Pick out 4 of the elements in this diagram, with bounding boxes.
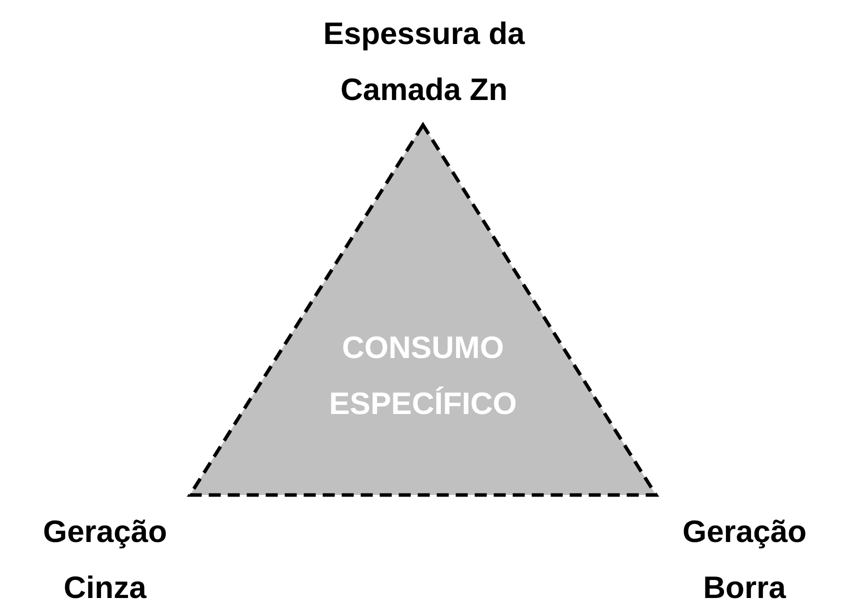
corner-label: Espessura da Camada Zn — [322, 15, 526, 109]
corner-label: Geração Cinza — [42, 513, 168, 606]
corner-label: Geração Borra — [681, 513, 808, 606]
center-label: CONSUMO ESPECÍFICO — [328, 329, 518, 423]
